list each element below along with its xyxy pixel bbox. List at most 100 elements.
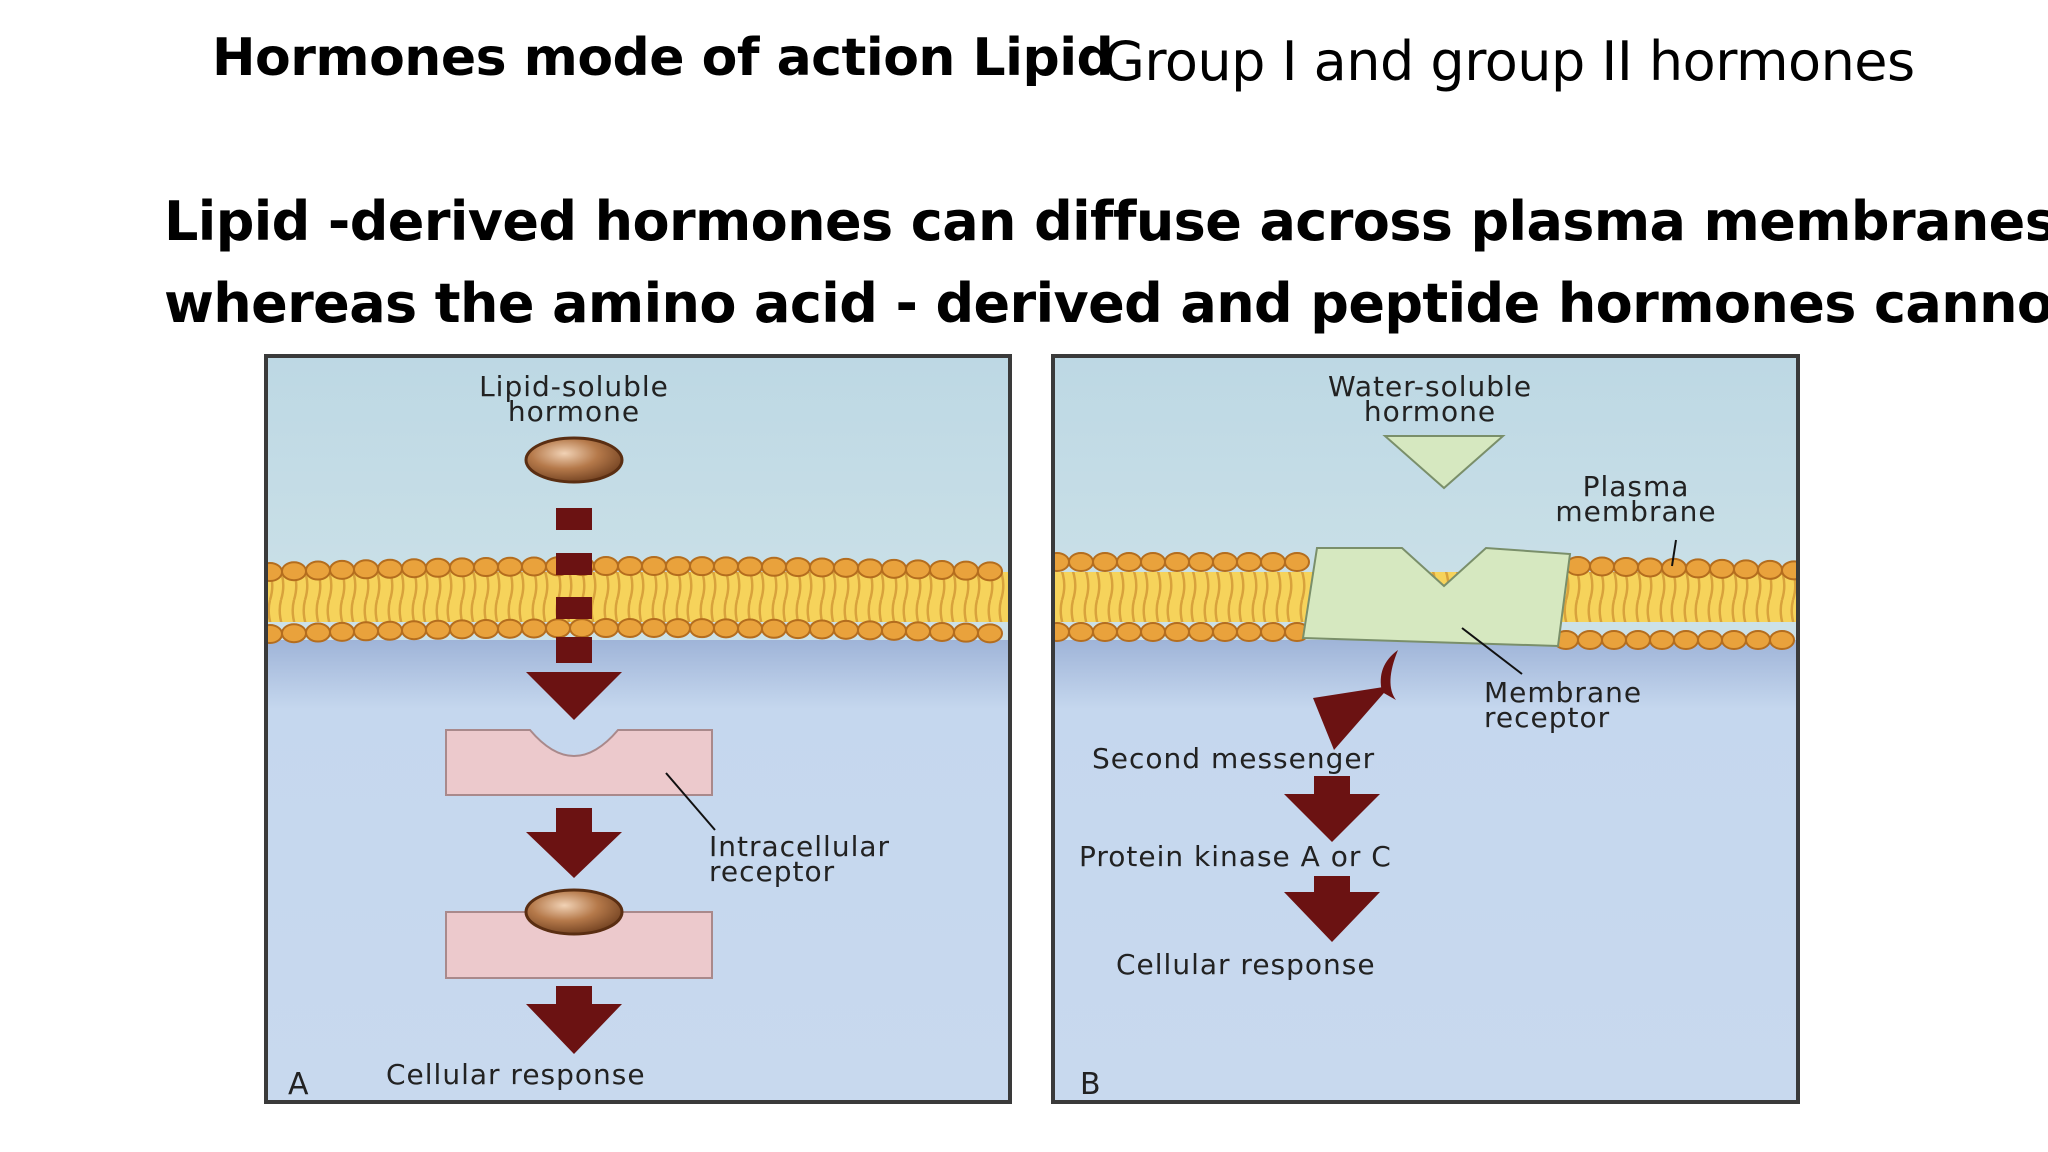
phospholipid-head — [329, 621, 355, 642]
curved-arrow-icon — [1313, 650, 1398, 750]
phospholipid-head — [1757, 559, 1783, 580]
panel-b-hormone-label-2: hormone — [1364, 395, 1496, 428]
phospholipid-head — [953, 560, 979, 581]
diffusion-dashed-arrow — [526, 508, 622, 720]
phospholipid-head — [617, 618, 643, 639]
phospholipid-head — [1661, 557, 1687, 578]
panel-b-letter: B — [1080, 1067, 1102, 1102]
phospholipid-head — [881, 558, 907, 579]
phospholipid-head — [857, 620, 883, 641]
phospholipid-head — [593, 556, 619, 577]
second-messenger-label: Second messenger — [1092, 742, 1375, 775]
phospholipid-head — [266, 562, 283, 582]
cytoplasm — [266, 640, 1010, 1102]
phospholipid-head — [1068, 622, 1094, 642]
protein-kinase-label: Protein kinase A or C — [1079, 840, 1392, 873]
phospholipid-head — [905, 621, 931, 642]
panel-a — [266, 356, 1010, 1102]
phospholipid-head — [1745, 630, 1771, 650]
phospholipid-head — [449, 557, 475, 578]
phospholipid-head — [1685, 558, 1711, 579]
intracellular-receptor-label-1: Intracellular — [709, 830, 890, 863]
phospholipid-head — [785, 557, 811, 578]
phospholipid-head — [785, 619, 811, 640]
phospholipid-head — [1116, 552, 1142, 572]
phospholipid-head — [353, 559, 379, 580]
phospholipid-head — [665, 618, 691, 639]
membrane-receptor-label-1: Membrane — [1484, 676, 1642, 709]
phospholipid-head — [281, 561, 307, 582]
phospholipid-head — [1092, 552, 1118, 572]
phospholipid-head — [665, 556, 691, 577]
phospholipid-head — [833, 557, 859, 578]
phospholipid-head — [473, 619, 499, 640]
phospholipid-head — [857, 558, 883, 579]
phospholipid-head — [905, 559, 931, 580]
phospholipid-head — [977, 561, 1003, 582]
phospholipid-head — [1649, 630, 1675, 650]
phospholipid-head — [401, 620, 427, 641]
phospholipid-head — [521, 556, 547, 577]
phospholipid-head — [473, 557, 499, 578]
phospholipid-head — [1769, 630, 1795, 650]
panel-b — [1053, 356, 1798, 1102]
phospholipid-head — [521, 618, 547, 639]
phospholipid-head — [497, 618, 523, 639]
phospholipid-head — [1053, 552, 1070, 572]
phospholipid-head — [713, 556, 739, 577]
lipid-hormone-icon — [524, 436, 624, 484]
membrane-receptor-label-2: receptor — [1484, 701, 1610, 734]
phospholipid-head — [761, 618, 787, 639]
phospholipid-head — [1188, 622, 1214, 642]
panel-a-letter: A — [288, 1067, 310, 1102]
phospholipid-head — [617, 556, 643, 577]
phospholipid-head — [1673, 630, 1699, 650]
body-text-line-1: Lipid -derived hormones can diffuse acro… — [164, 190, 2048, 253]
panel-a-response-label: Cellular response — [386, 1058, 646, 1091]
phospholipid-head — [1601, 630, 1627, 650]
slide-title-bold: Hormones mode of action Lipid — [212, 28, 1114, 88]
phospholipid-head — [1140, 552, 1166, 572]
phospholipid-head — [737, 618, 763, 639]
phospholipid-head — [305, 560, 331, 581]
arrow-down-icon — [526, 986, 622, 1054]
phospholipid-head — [377, 620, 403, 641]
phospholipid-head — [305, 622, 331, 643]
phospholipid-head — [545, 618, 571, 639]
phospholipid-head — [266, 624, 283, 644]
phospholipid-head — [737, 556, 763, 577]
plasma-membrane-label-2: membrane — [1555, 495, 1716, 528]
phospholipid-head — [1733, 559, 1759, 580]
phospholipid-head — [1781, 560, 1798, 581]
phospholipid-head — [353, 621, 379, 642]
panel-b-hormone-label-1: Water-soluble — [1328, 370, 1532, 403]
phospholipid-head — [1068, 552, 1094, 572]
phospholipid-head — [1577, 630, 1603, 650]
phospholipid-head — [1260, 622, 1286, 642]
phospholipid-head — [377, 558, 403, 579]
phospholipid-head — [929, 621, 955, 642]
membrane-receptor-leader-line — [1461, 627, 1523, 675]
arrow-down-icon — [1284, 776, 1380, 842]
phospholipid-head — [329, 559, 355, 580]
intracellular-receptor-label-2: receptor — [709, 855, 835, 888]
phospholipid-head — [1613, 556, 1639, 577]
phospholipid-head — [281, 623, 307, 644]
phospholipid-head — [569, 618, 595, 639]
phospholipid-head — [953, 622, 979, 643]
plasma-membrane-label-1: Plasma — [1583, 470, 1690, 503]
phospholipid-head — [1236, 622, 1262, 642]
phospholipid-head — [1164, 552, 1190, 572]
plasma-membrane-leader-line — [1671, 539, 1677, 567]
phospholipid-head — [809, 557, 835, 578]
panel-a-hormone-label-1: Lipid-soluble — [479, 370, 669, 403]
phospholipid-head — [593, 618, 619, 639]
water-soluble-hormone-icon — [1382, 435, 1506, 490]
arrow-down-icon — [1284, 876, 1380, 942]
phospholipid-head — [689, 556, 715, 577]
phospholipid-head — [1212, 552, 1238, 572]
phospholipid-head — [1212, 622, 1238, 642]
phospholipid-head — [1116, 622, 1142, 642]
phospholipid-head — [449, 619, 475, 640]
